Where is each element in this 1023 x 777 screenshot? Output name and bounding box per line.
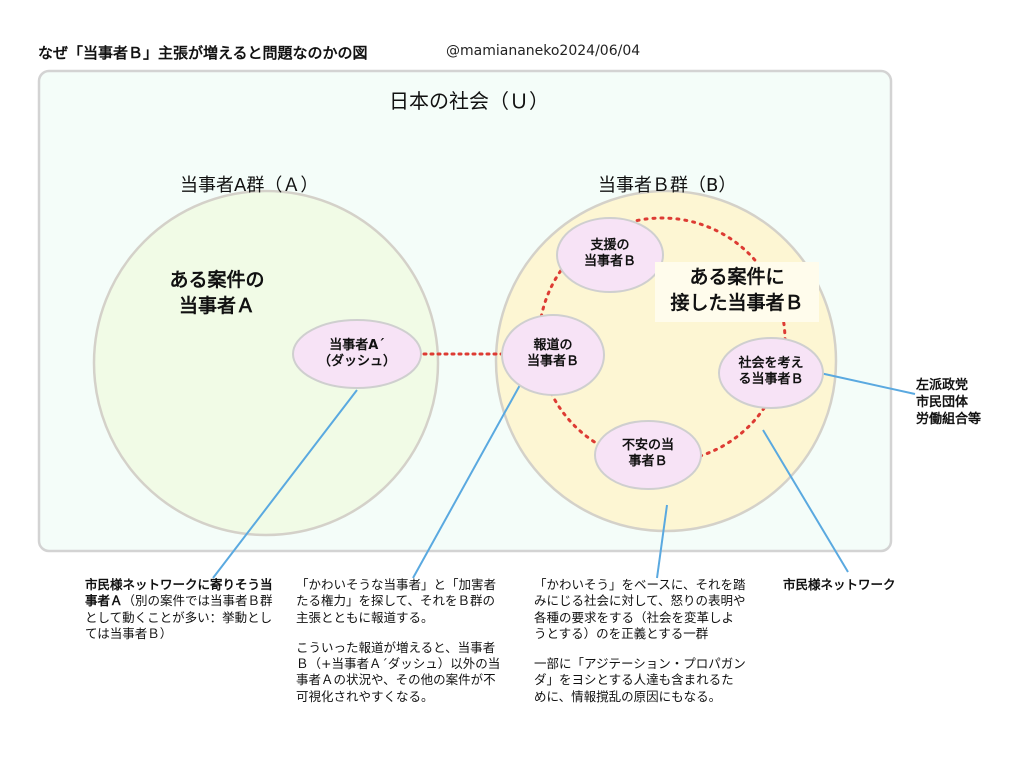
society-ellipse — [718, 337, 824, 409]
dash-label: 当事者A´（ダッシュ） — [317, 338, 396, 370]
connector-note1 — [212, 389, 358, 579]
society-label: 社会を考える当事者Ｂ — [738, 356, 804, 388]
anxiety-label: 不安の当事者Ｂ — [621, 438, 674, 470]
connector-note3 — [656, 504, 668, 579]
connector-note2 — [412, 384, 521, 579]
set-a-inner-label: ある案件の当事者Ａ — [169, 269, 265, 317]
connector-note4 — [762, 429, 849, 573]
note-3: 「かわいそう」をベースに、それを踏みにじる社会に対して、怒りの表明や各種の要求を… — [534, 577, 746, 704]
dash-ellipse — [292, 319, 422, 389]
note-2: 「かわいそうな当事者」と「加害者たる権力」を探して、それをＢ群の主張とともに報道… — [296, 577, 501, 704]
anxiety-ellipse — [594, 420, 702, 490]
set-b-label: 当事者Ｂ群（B） — [598, 175, 737, 196]
set-a-label: 当事者A群（Ａ） — [180, 175, 319, 196]
connector-side — [819, 372, 916, 395]
set-a-circle — [92, 189, 440, 537]
side-label: 左派政党市民団体労働組合等 — [916, 378, 982, 427]
note-4: 市民様ネットワーク — [783, 577, 896, 592]
report-label: 報道の当事者Ｂ — [526, 338, 579, 370]
support-label: 支援の当事者Ｂ — [583, 238, 636, 270]
b-label-bg — [655, 262, 819, 322]
author-handle: @mamiananeko2024/06/04 — [446, 43, 641, 59]
set-b-inner-label: ある案件に接した当事者Ｂ — [670, 266, 804, 314]
support-ellipse — [556, 217, 664, 293]
report-ellipse — [501, 314, 605, 396]
note-1: 市民様ネットワークに寄りそう当事者Ａ（別の案件では当事者Ｂ群として動くことが多い… — [85, 577, 273, 641]
page-title: なぜ「当事者Ｂ」主張が増えると問題なのかの図 — [38, 44, 368, 62]
universe-label: 日本の社会（Ｕ） — [389, 89, 549, 113]
